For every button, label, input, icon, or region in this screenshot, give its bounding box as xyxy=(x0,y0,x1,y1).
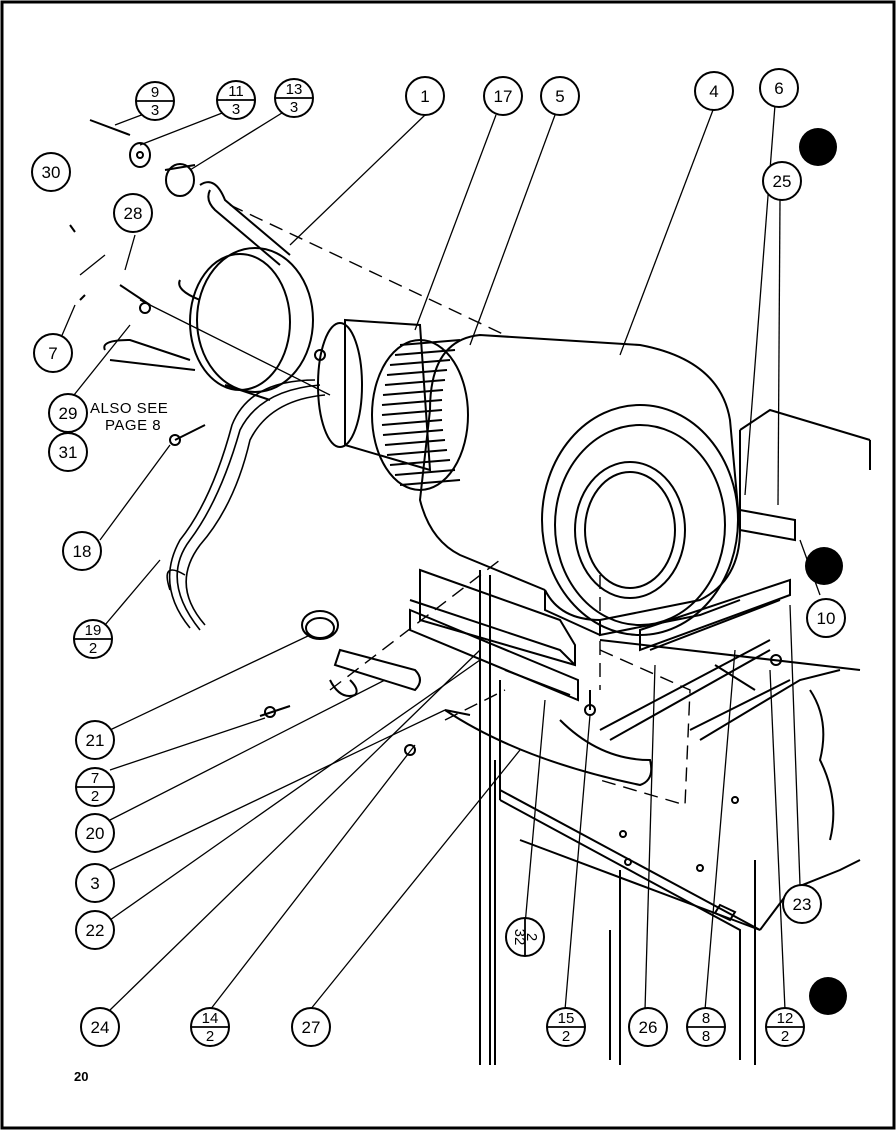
callout-22-label: 22 xyxy=(86,921,105,940)
fraction-19-2-top: 19 xyxy=(85,622,102,639)
fraction-12-2-bottom: 2 xyxy=(781,1028,789,1045)
callout-25-label: 25 xyxy=(773,172,792,191)
blower-housing xyxy=(418,333,742,637)
callout-1-label: 1 xyxy=(420,87,429,106)
callout-29-label: 29 xyxy=(59,404,78,423)
callout-23-label: 23 xyxy=(793,895,812,914)
fraction-12-2-top: 12 xyxy=(777,1010,794,1027)
callout-27-circle xyxy=(291,1007,331,1047)
callout-21-circle xyxy=(75,720,115,760)
note-line-1: ALSO SEE xyxy=(90,400,168,417)
shaft-axis-line xyxy=(139,299,331,396)
callout-20-circle xyxy=(75,813,115,853)
fraction-8-8-bottom: 8 xyxy=(702,1028,710,1045)
callout-6-circle xyxy=(759,68,799,108)
binder-hole-bottom xyxy=(809,977,847,1015)
callout-22-circle xyxy=(75,910,115,950)
callout-27-label: 27 xyxy=(302,1018,321,1037)
fraction-7-2-top: 7 xyxy=(91,770,99,787)
callout-17-label: 17 xyxy=(494,87,513,106)
callout-3-circle xyxy=(75,863,115,903)
callout-3-label: 3 xyxy=(90,874,99,893)
callout-20-label: 20 xyxy=(86,824,105,843)
fraction-13-3-top: 13 xyxy=(286,81,303,98)
callout-1-circle xyxy=(405,76,445,116)
blower-wheel xyxy=(371,339,469,491)
callout-18-label: 18 xyxy=(73,542,92,561)
fraction-15-2-bottom: 2 xyxy=(562,1028,570,1045)
drain-pan xyxy=(444,709,653,787)
fraction-11-3-top: 11 xyxy=(228,83,244,100)
callout-28-circle xyxy=(113,193,153,233)
fraction-7-2-bottom: 2 xyxy=(91,788,99,805)
callout-17-circle xyxy=(483,76,523,116)
callout-10-label: 10 xyxy=(817,609,836,628)
callout-24-label: 24 xyxy=(91,1018,110,1037)
fraction-9-3-top: 9 xyxy=(151,84,159,101)
note-line-2: PAGE 8 xyxy=(105,417,161,434)
binder-hole-top xyxy=(799,128,837,166)
callout-4-label: 4 xyxy=(709,82,718,101)
callout-10-circle xyxy=(806,598,846,638)
fraction-32-2-top: 32 xyxy=(511,929,528,946)
callout-28-label: 28 xyxy=(124,204,143,223)
fraction-19-2-bottom: 2 xyxy=(89,640,97,657)
small-hardware xyxy=(69,119,782,756)
fraction-8-8-top: 8 xyxy=(702,1010,710,1027)
callout-24-circle xyxy=(80,1007,120,1047)
page-number: 20 xyxy=(74,1069,88,1084)
fraction-32-2-bottom: 2 xyxy=(523,933,540,941)
callout-31-label: 31 xyxy=(59,443,78,462)
binder-hole-middle xyxy=(805,547,843,585)
callout-23-circle xyxy=(782,884,822,924)
wire-harness xyxy=(166,379,326,631)
mounting-rails xyxy=(409,508,796,741)
fraction-14-2-bottom: 2 xyxy=(206,1028,214,1045)
fraction-11-3-bottom: 3 xyxy=(232,101,240,118)
callout-26-label: 26 xyxy=(639,1018,658,1037)
explosion-dashed-lines xyxy=(229,204,691,806)
callout-7-circle xyxy=(33,333,73,373)
motor-mount-ring xyxy=(103,181,314,401)
callout-21-label: 21 xyxy=(86,731,105,750)
callout-30-circle xyxy=(31,152,71,192)
callout-5-label: 5 xyxy=(555,87,564,106)
cabinet-frame xyxy=(479,408,871,1065)
callout-25-circle xyxy=(762,161,802,201)
callout-18-circle xyxy=(62,531,102,571)
fraction-15-2-top: 15 xyxy=(558,1010,575,1027)
fraction-14-2-top: 14 xyxy=(202,1010,219,1027)
callout-26-circle xyxy=(628,1007,668,1047)
callout-4-circle xyxy=(694,71,734,111)
fraction-9-3-bottom: 3 xyxy=(151,102,159,119)
callout-5-circle xyxy=(540,76,580,116)
callout-30-label: 30 xyxy=(42,163,61,182)
callout-7-label: 7 xyxy=(48,344,57,363)
leader-lines xyxy=(59,104,821,1011)
callout-31-circle xyxy=(48,432,88,472)
fraction-13-3-bottom: 3 xyxy=(290,99,298,116)
callout-6-label: 6 xyxy=(774,79,783,98)
